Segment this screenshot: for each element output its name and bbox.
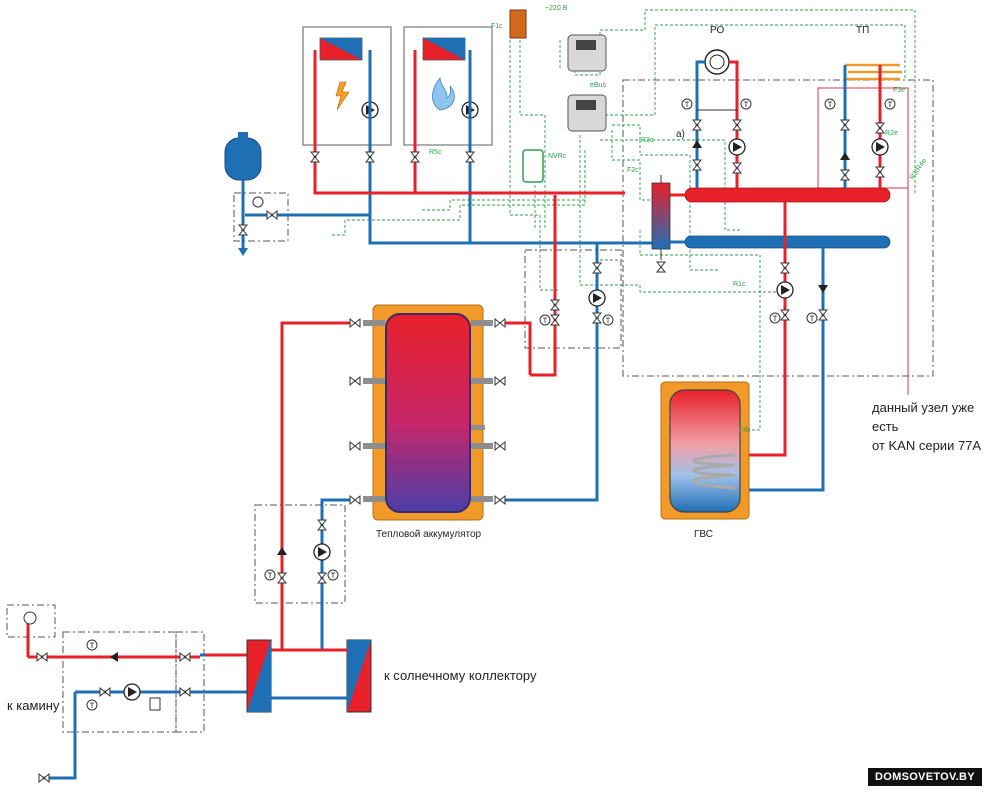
boundary-distributor bbox=[622, 79, 934, 377]
kan-note: данный узел уже есть от KAN серии 77А bbox=[872, 398, 997, 455]
label-f2c: F2c bbox=[627, 167, 639, 174]
expansion-vessel bbox=[224, 132, 278, 256]
lightning-icon bbox=[335, 81, 350, 111]
note-line-1: данный узел уже есть bbox=[872, 400, 975, 434]
label-f3e: F3e bbox=[893, 87, 905, 94]
site-watermark: DOMSOVETOV.BY bbox=[868, 768, 982, 786]
boundary-tank-pumps bbox=[524, 249, 622, 349]
gas-boiler bbox=[403, 26, 493, 146]
label-tank: Тепловой аккумулятор bbox=[376, 529, 482, 540]
boundary-fireplace-group bbox=[62, 631, 177, 733]
boundary-solar-pumps bbox=[254, 504, 346, 604]
heat-exchangers bbox=[200, 639, 372, 713]
label-r5c: R5c bbox=[429, 149, 442, 156]
boundary-safety bbox=[6, 604, 56, 638]
label-nvrc: NVRc bbox=[548, 153, 567, 160]
boundary-expansion bbox=[233, 192, 289, 242]
tank-pipes bbox=[280, 321, 599, 650]
tank-feed-group bbox=[530, 195, 614, 395]
label-dhw: ГВС bbox=[694, 529, 713, 540]
label-a: а) bbox=[676, 129, 685, 140]
radiator-circuit bbox=[681, 49, 752, 188]
controllers bbox=[509, 9, 607, 183]
boundary-fireplace-valves bbox=[175, 631, 205, 733]
label-r2c: R2c bbox=[641, 137, 654, 144]
solar-pump-group bbox=[264, 519, 339, 584]
distributor-manifold bbox=[670, 187, 891, 249]
label-f1c: F1c bbox=[491, 23, 503, 30]
label-tp: ТП bbox=[856, 25, 869, 36]
label-po: РО bbox=[710, 25, 724, 36]
flame-icon bbox=[432, 77, 455, 111]
note-line-2: от KAN серии 77А bbox=[872, 438, 982, 453]
label-r2e: R2e bbox=[885, 130, 898, 137]
heat-accumulator bbox=[363, 304, 493, 521]
dhw-tank bbox=[660, 381, 750, 520]
module-boundaries bbox=[6, 79, 934, 733]
label-f4c: F4c bbox=[739, 427, 751, 434]
label-volt: ~220 В bbox=[545, 5, 568, 12]
label-solar: к солнечному коллектору bbox=[384, 668, 537, 683]
hydraulic-separator bbox=[651, 175, 671, 273]
label-fireplace: к камину bbox=[7, 698, 60, 713]
label-r3r4e: R3/R4e bbox=[909, 158, 928, 182]
underfloor-circuit bbox=[824, 63, 902, 188]
label-ebus: eBus bbox=[590, 82, 606, 89]
electric-boiler bbox=[302, 26, 392, 146]
label-r1c: R1c bbox=[733, 281, 746, 288]
